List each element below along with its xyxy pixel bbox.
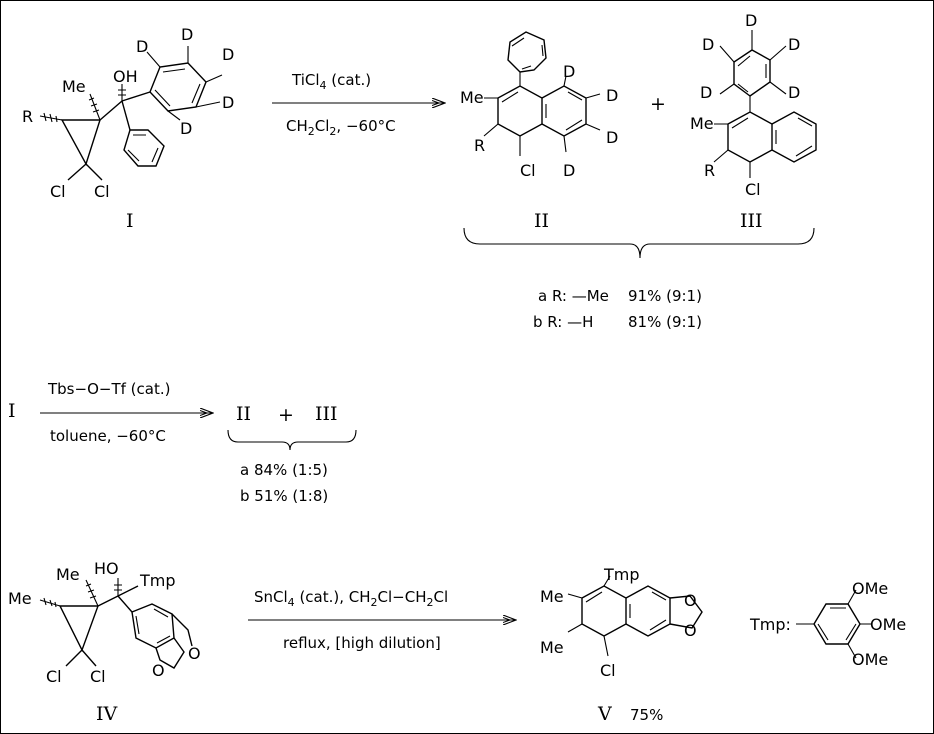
atom-o: O xyxy=(684,621,697,640)
compound-iv-structure xyxy=(39,578,193,669)
atom-cl: Cl xyxy=(745,180,761,199)
plus-sign: + xyxy=(650,93,666,115)
atom-me: Me xyxy=(56,565,80,584)
substituent-ome: OMe xyxy=(852,650,888,669)
result-a: a 84% (1:5) xyxy=(240,461,328,479)
compound-label-ii: II xyxy=(534,210,549,232)
reagent-tbs-o-tf: Tbs−O−Tf (cat.) xyxy=(47,380,170,398)
atom-o: O xyxy=(152,661,165,680)
atom-d: D xyxy=(788,83,800,102)
reagent-sncl4: SnCl4 (cat.), CH2Cl−CH2Cl xyxy=(254,588,448,609)
substituent-ome: OMe xyxy=(870,615,906,634)
atom-cl: Cl xyxy=(520,161,536,180)
compound-label-i: I xyxy=(126,210,134,232)
conditions-reflux: reflux, [high dilution] xyxy=(283,634,441,652)
result-b: b 51% (1:8) xyxy=(240,487,328,505)
atom-ho: HO xyxy=(94,559,119,578)
atom-d: D xyxy=(563,161,575,180)
compound-label-iii: III xyxy=(315,403,338,425)
compound-i-structure xyxy=(39,46,223,181)
plus-sign: + xyxy=(278,404,294,426)
atom-o: O xyxy=(684,591,697,610)
atom-d: D xyxy=(222,45,234,64)
result-a-value: 91% (9:1) xyxy=(628,287,702,305)
compound-iii-structure xyxy=(713,30,817,178)
tmp-structure xyxy=(796,589,872,659)
atom-cl: Cl xyxy=(50,182,66,201)
conditions-ch2cl2: CH2Cl2, −60°C xyxy=(286,117,396,138)
atom-tmp: Tmp xyxy=(603,565,640,584)
atom-r: R xyxy=(22,107,33,126)
atom-d: D xyxy=(563,62,575,81)
substituent-ome: OMe xyxy=(852,579,888,598)
conditions-toluene: toluene, −60°C xyxy=(50,427,166,445)
compound-label-v: V xyxy=(597,703,612,725)
compound-v-structure xyxy=(567,575,703,657)
atom-cl: Cl xyxy=(600,661,616,680)
atom-me: Me xyxy=(690,114,714,133)
atom-cl: Cl xyxy=(94,182,110,201)
atom-me: Me xyxy=(460,88,484,107)
atom-d: D xyxy=(222,93,234,112)
atom-d: D xyxy=(606,86,618,105)
yield-v: 75% xyxy=(630,706,663,724)
atom-d: D xyxy=(180,119,192,138)
reagent-ticl4: TiCl4 (cat.) xyxy=(291,71,371,92)
atom-me: Me xyxy=(540,638,564,657)
product-brace-2 xyxy=(227,429,357,451)
atom-oh: OH xyxy=(113,67,138,86)
atom-me: Me xyxy=(540,587,564,606)
atom-d: D xyxy=(181,25,193,44)
atom-d: D xyxy=(702,35,714,54)
compound-label-iv: IV xyxy=(96,703,118,725)
atom-me: Me xyxy=(62,77,86,96)
compound-ii-structure xyxy=(483,31,601,156)
atom-cl: Cl xyxy=(46,667,62,686)
atom-me: Me xyxy=(8,589,32,608)
atom-r: R xyxy=(704,161,715,180)
atom-cl: Cl xyxy=(90,667,106,686)
atom-d: D xyxy=(745,11,757,30)
atom-r: R xyxy=(474,136,485,155)
atom-d: D xyxy=(700,83,712,102)
compound-label-i: I xyxy=(8,400,16,422)
atom-d: D xyxy=(136,37,148,56)
result-b-value: 81% (9:1) xyxy=(628,313,702,331)
atom-d: D xyxy=(788,35,800,54)
compound-label-ii: II xyxy=(236,403,251,425)
tmp-definition-label: Tmp: xyxy=(749,615,791,634)
atom-d: D xyxy=(606,128,618,147)
compound-label-iii: III xyxy=(740,210,763,232)
result-a-label: a R: —Me xyxy=(538,287,609,305)
atom-o: O xyxy=(188,644,201,663)
product-brace-1 xyxy=(463,227,815,259)
atom-tmp: Tmp xyxy=(139,571,176,590)
result-b-label: b R: —H xyxy=(533,313,593,331)
